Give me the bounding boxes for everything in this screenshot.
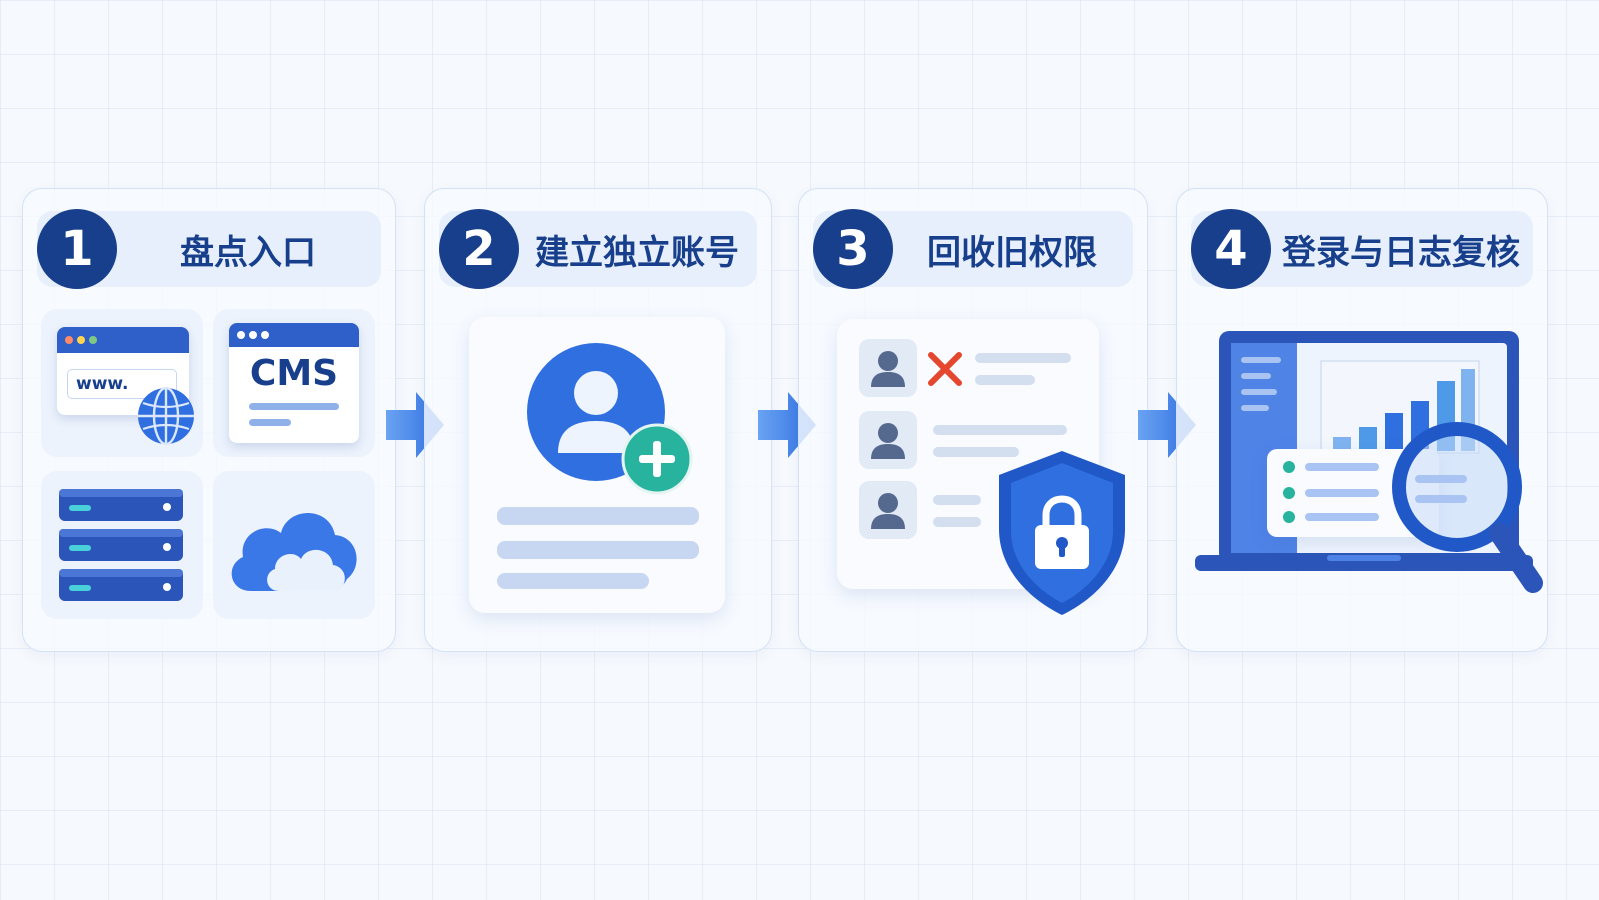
tile-cms: CMS <box>213 309 375 457</box>
cms-window-icon: CMS <box>229 323 359 443</box>
tile-browser: www. <box>41 309 203 457</box>
user-icon <box>871 493 905 529</box>
step-1-title: 盘点入口 <box>180 232 316 273</box>
new-account-form <box>469 317 725 613</box>
tile-server <box>41 471 203 619</box>
step-2-number: 2 <box>439 209 519 289</box>
step-3-card: 3 回收旧权限 <box>798 188 1148 652</box>
step-4-header: 4 登录与日志复核 <box>1191 209 1533 289</box>
globe-icon <box>138 386 194 446</box>
step-1-header: 1 盘点入口 <box>37 209 381 289</box>
tile-cloud <box>213 471 375 619</box>
magnifier-icon <box>1392 422 1543 593</box>
step-2-header: 2 建立独立账号 <box>439 209 757 289</box>
user-icon <box>871 423 905 459</box>
cms-label: CMS <box>249 353 339 394</box>
browser-www-icon: www. <box>57 327 189 415</box>
step-3-header: 3 回收旧权限 <box>813 209 1133 289</box>
www-label: www. <box>76 374 129 394</box>
cloud-icon <box>231 513 357 591</box>
shield-lock-icon <box>999 451 1125 615</box>
add-plus-icon <box>621 423 693 495</box>
step-4-number: 4 <box>1191 209 1271 289</box>
server-rack-icon <box>59 489 183 601</box>
step-1-number: 1 <box>37 209 117 289</box>
step-2-card: 2 建立独立账号 <box>424 188 772 652</box>
step-4-title: 登录与日志复核 <box>1282 232 1520 273</box>
step-2-title: 建立独立账号 <box>535 232 739 273</box>
user-icon <box>871 351 905 387</box>
step-1-card: 1 盘点入口 www. <box>22 188 396 652</box>
step-3-title: 回收旧权限 <box>927 232 1097 273</box>
remove-x-icon <box>928 352 962 386</box>
step-3-number: 3 <box>813 209 893 289</box>
step-4-card: 4 登录与日志复核 <box>1176 188 1548 652</box>
